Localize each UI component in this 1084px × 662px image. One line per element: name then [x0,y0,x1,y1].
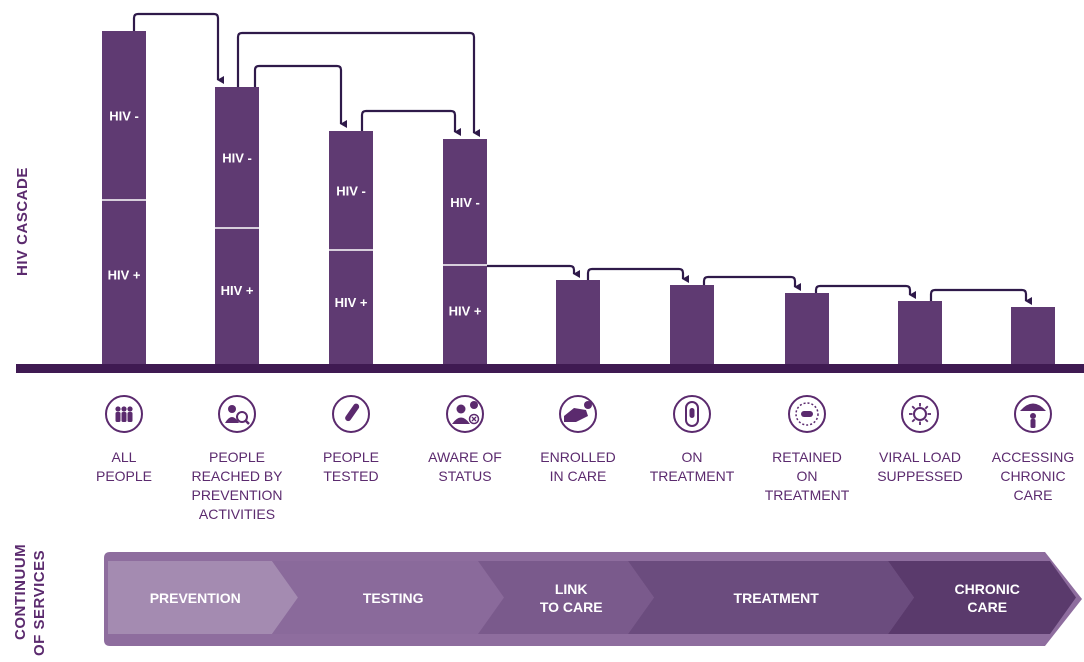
stage-label-8: VIRAL LOAD SUPPESSED [860,448,980,486]
hiv-positive-label: HIV + [221,283,254,298]
stage-label-3: PEOPLE TESTED [291,448,411,486]
stage-label-line: ENROLLED [540,449,616,465]
umbrella-person-icon [1014,395,1052,433]
stage-label-line: REACHED BY [191,468,283,484]
baseline-axis [16,364,1084,373]
stage-label-9: ACCESSING CHRONIC CARE [973,448,1084,505]
cascade-bar-2 [215,87,259,366]
cascade-bar-9 [1011,307,1055,366]
pill-cycle-icon [788,395,826,433]
continuum-segment-3 [478,561,654,634]
stage-label-line: TREATMENT [649,468,735,484]
stage-label-line: TREATMENT [764,487,850,503]
stage-label-6: ON TREATMENT [632,448,752,486]
test-tube-icon [332,395,370,433]
stage-label-line: CARE [1013,487,1053,503]
stage-label-line: ALL [111,449,137,465]
stage-label-line: RETAINED [772,449,842,465]
stage-label-line: SUPPESSED [877,468,963,484]
hiv-positive-label: HIV + [335,295,368,310]
hiv-positive-label: HIV + [449,303,482,318]
connector-arrow-8-9 [929,288,1032,305]
continuum-axis-label-line2: OF SERVICES [31,549,48,656]
stage-label-7: RETAINED ON TREATMENT [747,448,867,505]
connector-arrow-5-6 [586,267,689,283]
continuum-label-4: TREATMENT [654,589,898,607]
continuum-label-1: PREVENTION [108,589,282,607]
connector-arrow-3-4 [360,109,461,136]
cascade-bar-5 [556,280,600,366]
continuum-label-line: TESTING [362,589,424,606]
connector-arrow-2-4 [236,31,480,137]
connector-arrow-6-7 [702,275,801,291]
stage-label-line: PREVENTION [191,487,283,503]
hiv-negative-label: HIV - [336,184,366,199]
continuum-label-line: PREVENTION [149,589,241,606]
hiv-positive-label: HIV + [108,268,141,283]
arrows-layer [132,12,1032,305]
cascade-bar-3 [329,131,373,366]
stage-label-line: ACTIVITIES [198,506,276,522]
cascade-bar-4 [443,139,487,366]
hand-care-icon [559,395,597,433]
stage-label-line: ON [796,468,818,484]
connector-arrow-4-5 [487,264,580,278]
continuum-segment-5 [888,561,1076,634]
continuum-segment-1 [108,561,298,634]
connector-arrow-7-8 [814,284,916,299]
connector-arrow-2-3 [253,64,347,128]
pill-icon [673,395,711,433]
person-search-icon [218,395,256,433]
cascade-bar-1 [102,31,146,366]
hiv-negative-label: HIV - [450,195,480,210]
icons-layer [105,395,1052,433]
continuum-label-line: CARE [967,598,1008,615]
stage-label-5: ENROLLED IN CARE [518,448,638,486]
continuum-label-line: LINK [554,580,588,597]
stage-label-line: ACCESSING [991,449,1075,465]
stage-label-line: AWARE OF [428,449,502,465]
stage-label-line: PEOPLE [322,449,380,465]
continuum-band [104,552,1082,646]
stage-label-2: PEOPLE REACHED BY PREVENTION ACTIVITIES [177,448,297,524]
stage-label-line: ON [681,449,703,465]
stage-label-line: STATUS [438,468,492,484]
person-status-icon [446,395,484,433]
cascade-axis-label: HIV CASCADE [14,167,31,276]
virus-icon [901,395,939,433]
continuum-segment-4 [628,561,914,634]
continuum-segment-2 [272,561,504,634]
hiv-negative-label: HIV - [222,151,252,166]
stage-label-line: IN CARE [549,468,607,484]
continuum-label-line: CHRONIC [954,580,1020,597]
cascade-bar-6 [670,285,714,366]
stage-label-line: PEOPLE [95,468,153,484]
hiv-negative-label: HIV - [109,109,139,124]
stage-label-line: PEOPLE [208,449,266,465]
cascade-bar-7 [785,293,829,366]
people-group-icon [105,395,143,433]
stage-label-line: VIRAL LOAD [879,449,961,465]
stage-label-line: TESTED [323,468,379,484]
continuum-label-2: TESTING [298,589,488,607]
cascade-bar-8 [898,301,942,366]
bars-layer: HIV - HIV + HIV - HIV + HIV - HIV + HIV - HIV + [16,31,1084,373]
continuum-label-line: TO CARE [539,598,603,615]
stage-label-line: CHRONIC [1000,468,1066,484]
stage-label-1: ALL PEOPLE [64,448,184,486]
connector-arrow-1-2 [132,12,224,84]
continuum-label-line: TREATMENT [733,589,819,606]
continuum-axis-label-line1: CONTINUUM [12,543,29,640]
stage-label-4: AWARE OF STATUS [405,448,525,486]
